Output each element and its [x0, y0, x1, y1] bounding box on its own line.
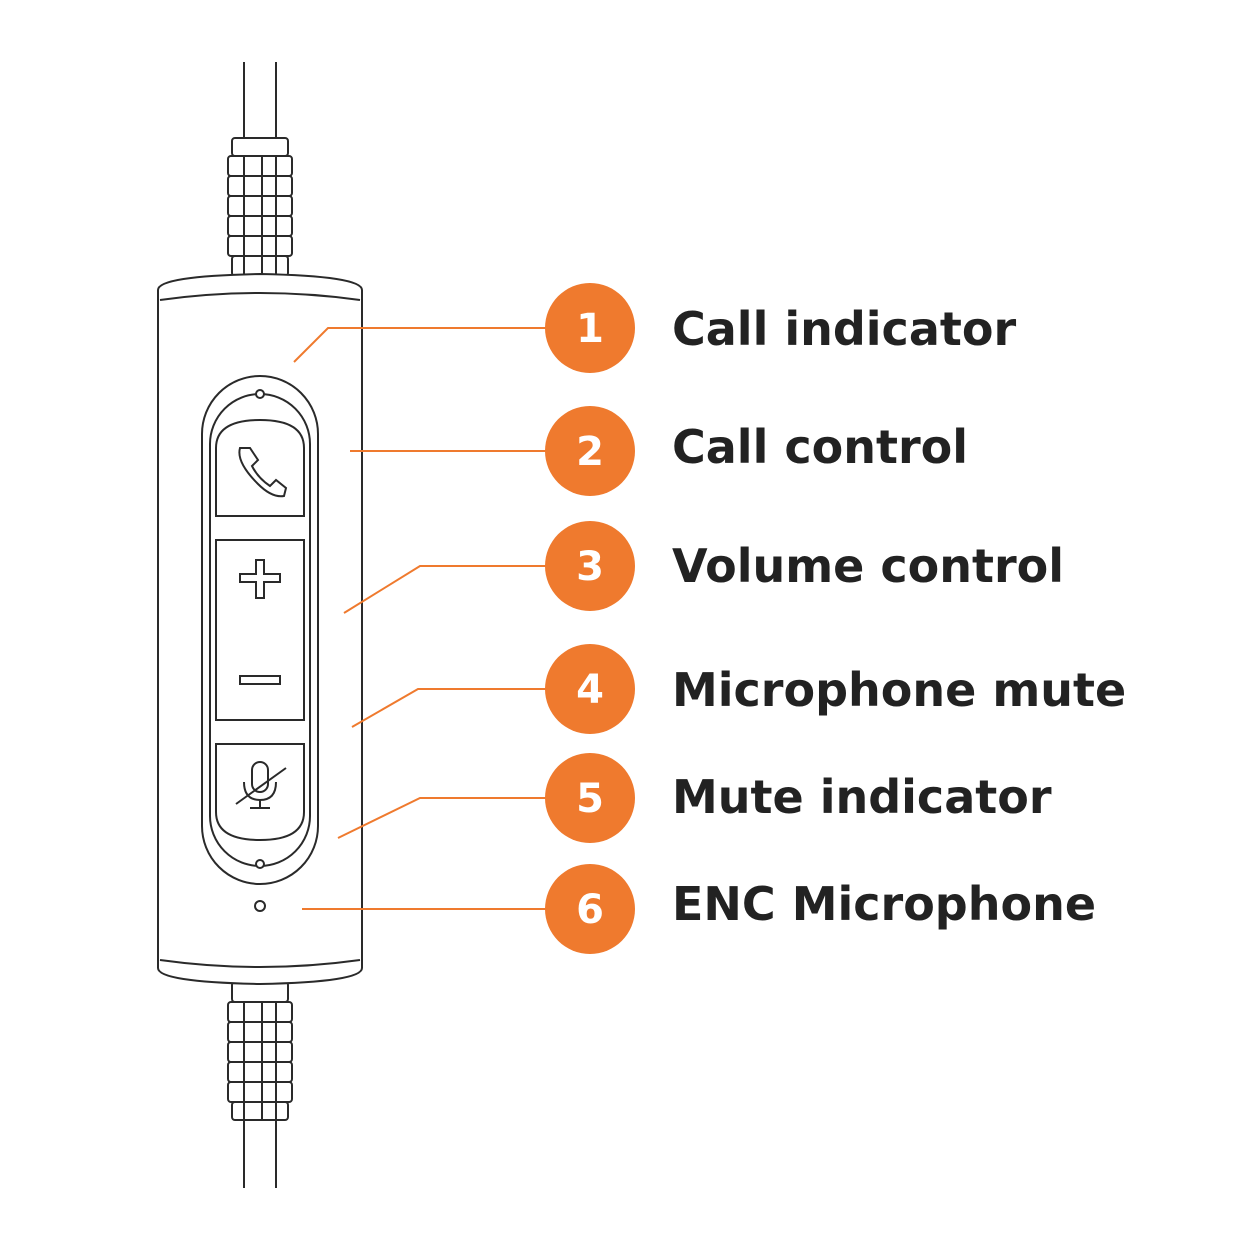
volume-rocker — [215, 539, 305, 721]
callout-badge — [545, 753, 635, 843]
callout-6: 6 ENC Microphone — [545, 864, 1096, 954]
callout-badge — [545, 521, 635, 611]
callout-label: Call indicator — [672, 302, 1016, 356]
top-cable — [227, 62, 293, 277]
callout-line-4 — [351, 688, 548, 728]
phone-icon — [238, 447, 288, 498]
callout-label: Mute indicator — [672, 770, 1052, 824]
callout-number: 4 — [576, 667, 604, 713]
callout-lines — [293, 327, 548, 910]
callout-number: 2 — [576, 429, 604, 475]
callout-3: 3 Volume control — [545, 521, 1064, 611]
callout-label: ENC Microphone — [672, 877, 1096, 931]
enc-microphone-hole — [254, 900, 266, 912]
volume-down-button[interactable] — [239, 675, 281, 685]
callout-badge — [545, 864, 635, 954]
callout-label: Microphone mute — [672, 663, 1126, 717]
callout-5: 5 Mute indicator — [545, 753, 1052, 843]
callout-badge — [545, 406, 635, 496]
plus-icon — [239, 559, 281, 599]
callout-number: 5 — [576, 776, 604, 822]
callout-4: 4 Microphone mute — [545, 644, 1126, 734]
volume-up-button[interactable] — [239, 559, 281, 599]
mute-button[interactable] — [215, 743, 305, 842]
callout-badge — [545, 283, 635, 373]
callout-number: 6 — [576, 887, 604, 933]
callout-badge — [545, 644, 635, 734]
callout-line-3 — [343, 565, 548, 614]
mic-muted-icon — [235, 761, 287, 809]
callout-number: 1 — [576, 306, 604, 352]
callout-number: 3 — [576, 544, 604, 590]
call-button[interactable] — [215, 418, 305, 517]
callout-label: Call control — [672, 420, 968, 474]
callout-line-1 — [293, 327, 548, 363]
minus-icon — [239, 675, 281, 685]
callout-line-5 — [337, 797, 548, 839]
callout-2: 2 Call control — [545, 406, 968, 496]
callout-1: 1 Call indicator — [545, 283, 1016, 373]
bottom-cable — [227, 981, 293, 1188]
callout-label: Volume control — [672, 539, 1064, 593]
